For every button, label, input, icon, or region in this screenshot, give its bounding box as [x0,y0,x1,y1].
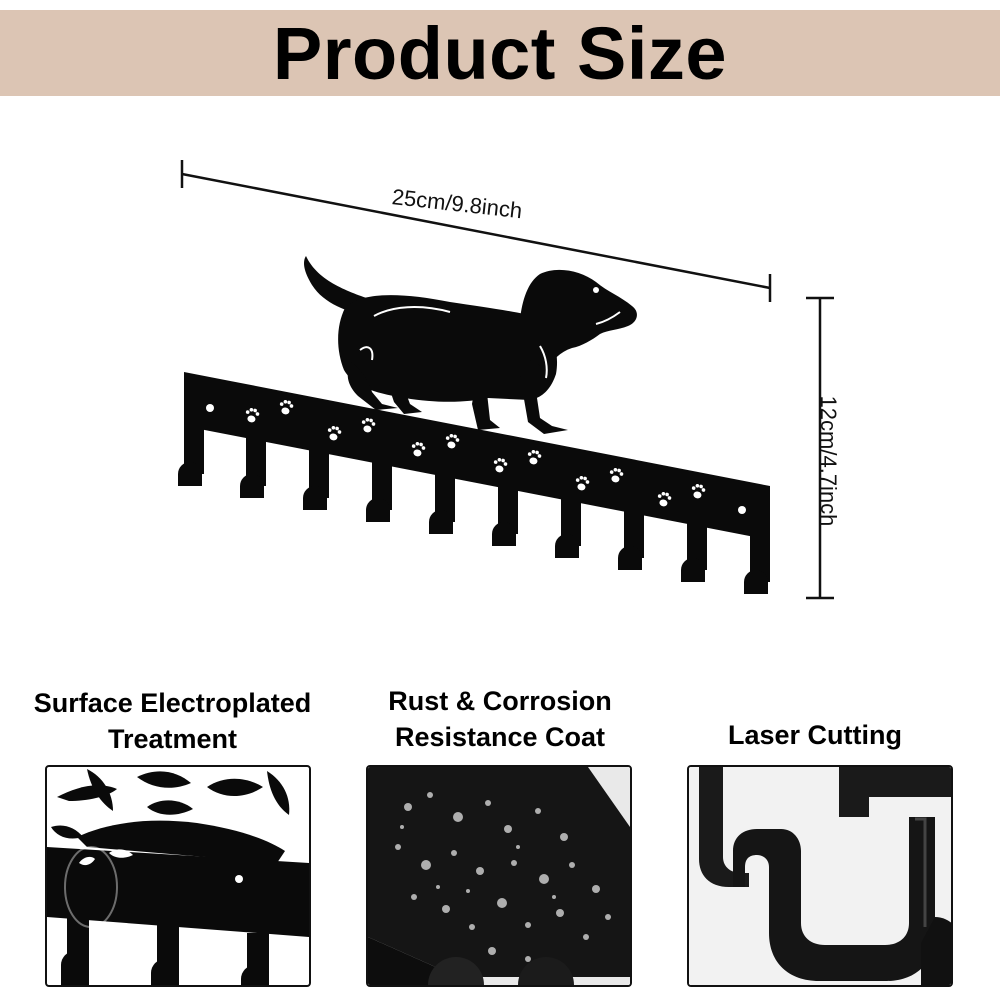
feature-image-laser-cutting [687,765,953,987]
page-title: Product Size [272,11,728,95]
width-dimension-line [180,160,772,302]
hook-posts [184,426,770,582]
dachshund-silhouette [304,256,637,434]
hook-tips [178,462,768,594]
feature-image-electroplated [45,765,311,987]
feature-title-laser-cutting: Laser Cutting [690,718,940,754]
dachshund-highlights [359,306,621,379]
water-droplets [395,792,611,962]
screw-hole-right [738,506,746,514]
height-dimension-label: 12cm/4.7inch [816,395,841,527]
feature-title-line: Laser Cutting [727,720,902,750]
feature-title-line: Surface Electroplated [33,688,312,718]
product-illustration [178,160,834,600]
title-banner: Product Size [0,10,1000,96]
feature-image-rust-resistance [366,765,632,987]
feature-title-line: Resistance Coat [394,721,606,752]
feature-title-electroplated: Surface Electroplated Treatment [10,686,335,757]
height-dimension-line [806,296,834,600]
dog-eye [593,287,599,293]
feature-title-line: Rust & Corrosion [388,686,612,716]
rack-bar [178,372,770,594]
feature-title-rust-resistance: Rust & Corrosion Resistance Coat [360,684,640,755]
screw-hole-left [206,404,214,412]
feature-title-line: Treatment [107,723,238,754]
paw-prints [245,399,706,507]
